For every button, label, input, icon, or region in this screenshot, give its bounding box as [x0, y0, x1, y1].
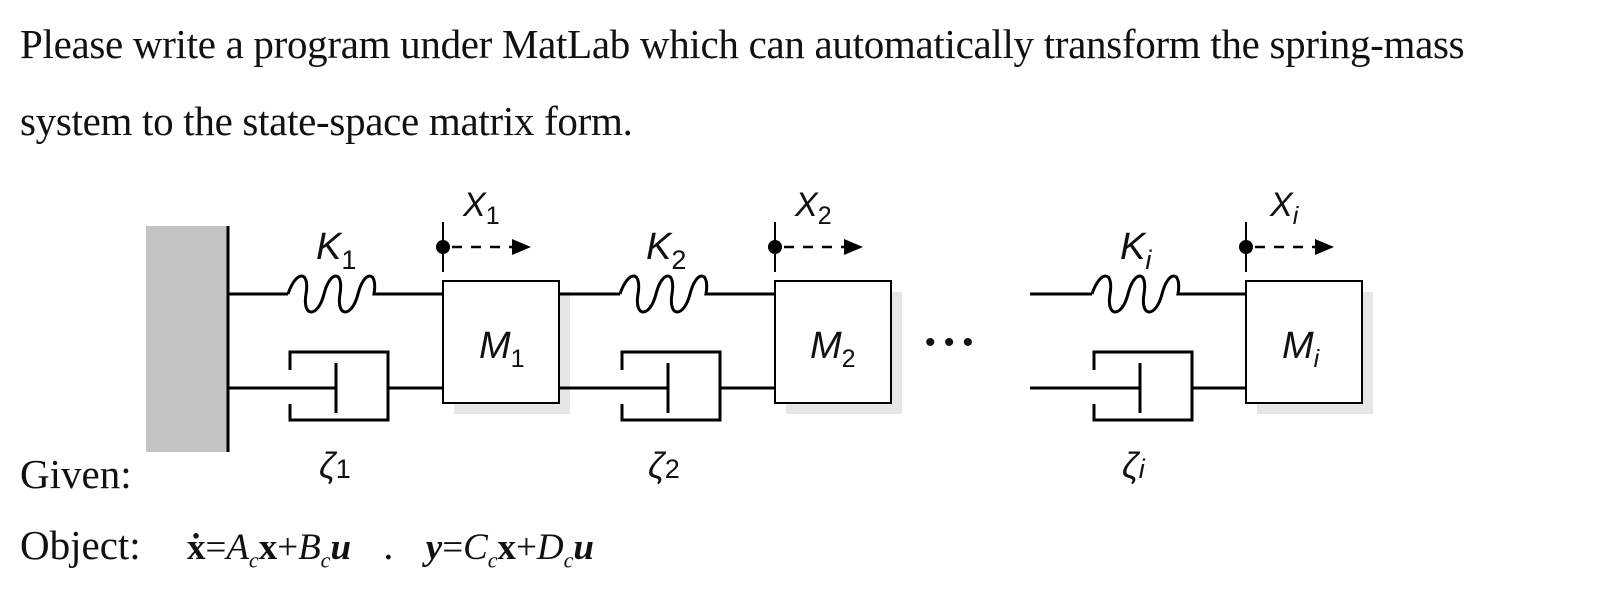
disp-2-dot — [768, 240, 782, 254]
disp-2-arrowhead — [844, 239, 863, 255]
wall-block — [146, 226, 228, 452]
unit-i — [1030, 222, 1373, 422]
mass-2-box — [774, 280, 892, 404]
spring-2-coil — [618, 274, 718, 314]
spring-2-label: K2 — [646, 226, 686, 275]
damper-i-cylinder — [1092, 350, 1194, 422]
damper-i-label: ζi — [1122, 445, 1146, 486]
problem-line-2: system to the state-space matrix form. — [20, 98, 633, 144]
object-label: Object: — [20, 522, 141, 568]
object-row: Object: ẋ=Acx+Bcu . y=Ccx+Dcu — [20, 521, 594, 573]
damper-1-label: ζ1 — [319, 445, 351, 486]
spring-1-label: K1 — [316, 226, 356, 275]
disp-1-dot — [436, 240, 450, 254]
damper-2-cylinder — [620, 350, 722, 422]
given-label: Given: — [20, 451, 132, 497]
mass-2-label: M2 — [810, 325, 856, 373]
mass-i-label: Mi — [1282, 325, 1321, 373]
unit-2 — [559, 222, 902, 422]
spring-i-coil — [1090, 274, 1190, 314]
spring-1-coil — [286, 274, 386, 314]
mass-1-label: M1 — [479, 325, 525, 373]
mass-i-box — [1245, 280, 1363, 404]
problem-statement: Please write a program under MatLab whic… — [20, 6, 1580, 160]
damper-2-label: ζ2 — [648, 445, 680, 486]
disp-1-arrowhead — [512, 239, 531, 255]
mass-1-box — [442, 280, 560, 404]
ellipsis: • • • — [925, 326, 973, 359]
disp-i-label: Xi — [1269, 186, 1300, 230]
disp-i-dot — [1239, 240, 1253, 254]
unit-1 — [228, 222, 570, 422]
problem-line-1: Please write a program under MatLab whic… — [20, 21, 1465, 67]
damper-1-cylinder — [288, 350, 390, 422]
output-equation: y=Ccx+Dcu — [425, 527, 594, 573]
equation-separator: . — [383, 522, 394, 568]
disp-1-label: X1 — [462, 186, 500, 230]
spring-i-label: Ki — [1120, 226, 1152, 275]
disp-2-label: X2 — [794, 186, 832, 230]
state-equation: ẋ=Acx+Bcu — [186, 527, 352, 573]
disp-i-arrowhead — [1315, 239, 1334, 255]
